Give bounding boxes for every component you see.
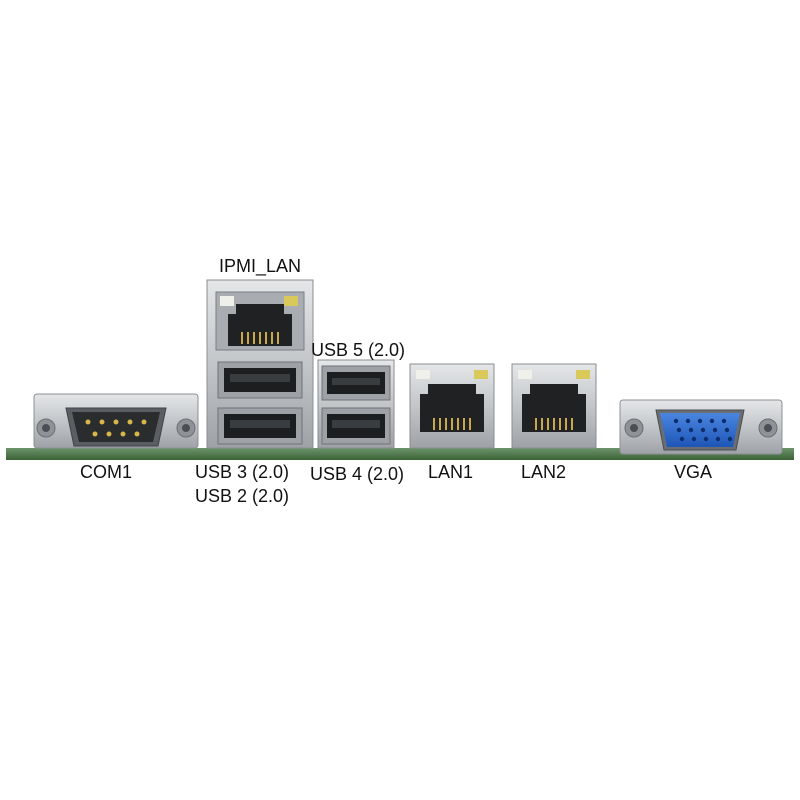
usb-port-icon (217, 361, 303, 399)
usb-port-icon (321, 407, 391, 445)
label-lan1: LAN1 (428, 462, 474, 482)
label-lan2: LAN2 (521, 462, 567, 482)
rj45-port-icon (215, 291, 305, 351)
label-ipmi-lan: IPMI_LAN (219, 256, 302, 276)
usb-port-icon (321, 365, 391, 401)
rj45-port-icon (511, 363, 597, 449)
rj45-port-icon (409, 363, 495, 449)
label-usb3: USB 3 (2.0) (195, 462, 290, 482)
label-com1: COM1 (80, 462, 133, 482)
usb-stack-4-5 (317, 359, 395, 449)
pcb-board (6, 448, 794, 460)
ipmi-lan-usb-stack (206, 279, 314, 449)
label-usb4: USB 4 (2.0) (310, 464, 405, 484)
db9-serial-connector-icon (33, 393, 199, 449)
label-vga: VGA (674, 462, 713, 482)
vga-connector-icon (619, 399, 783, 455)
label-usb2: USB 2 (2.0) (195, 486, 290, 506)
usb-port-icon (217, 407, 303, 445)
label-usb5: USB 5 (2.0) (311, 340, 406, 360)
